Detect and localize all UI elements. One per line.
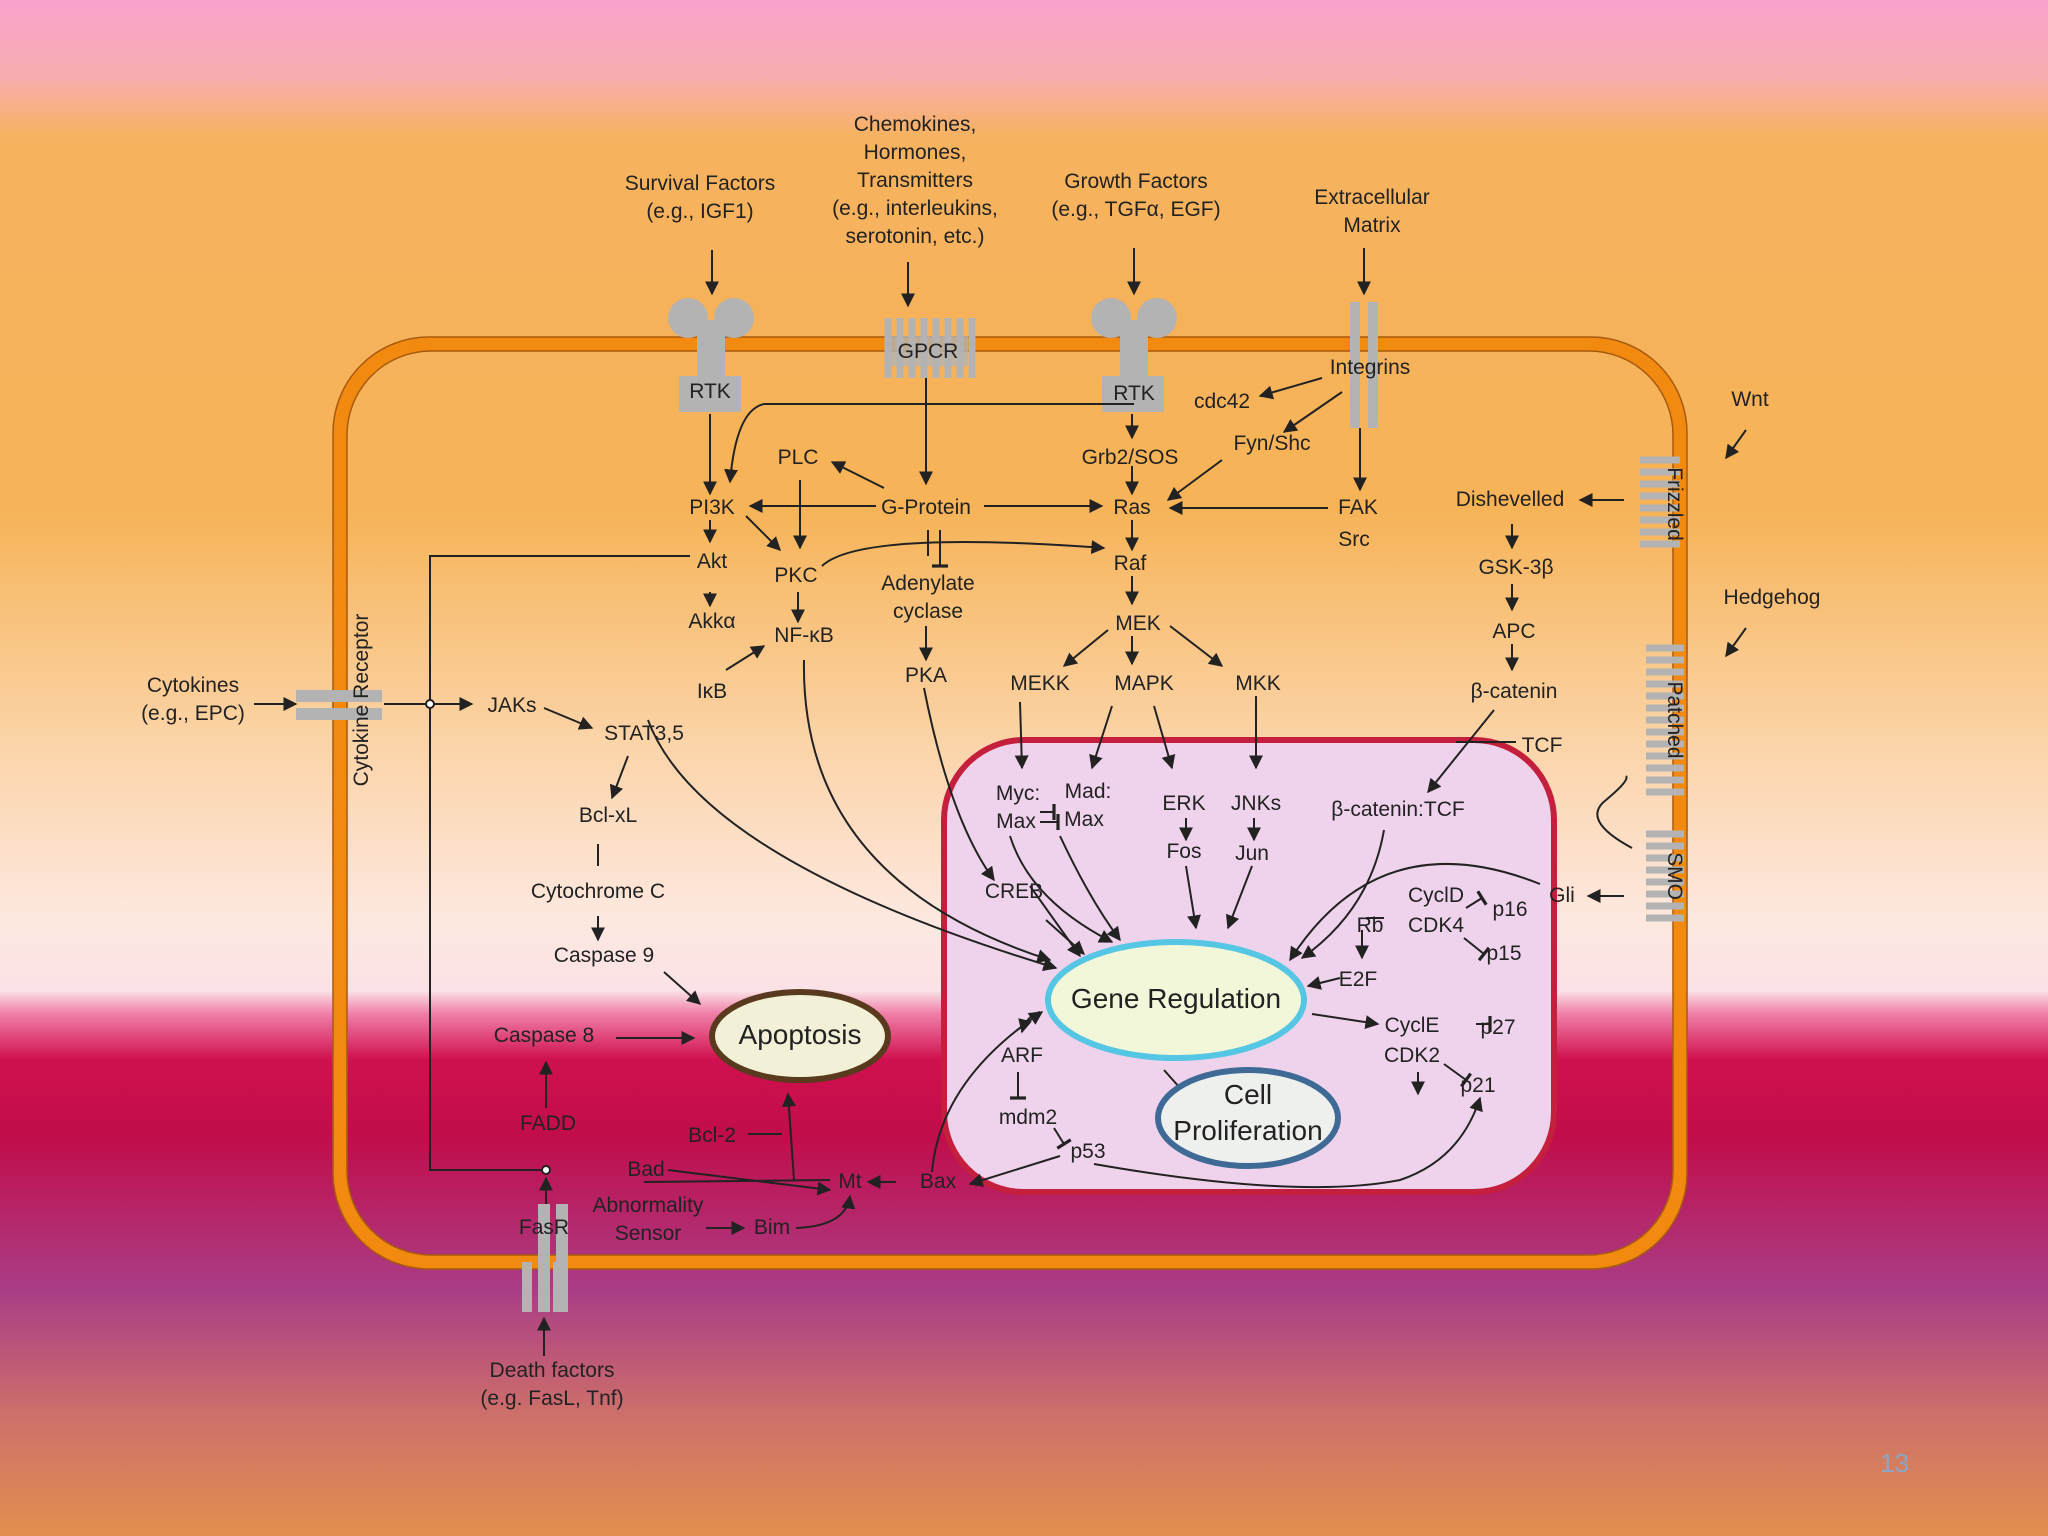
label-nodes-mt: Mt (838, 1170, 861, 1193)
label-nucleus-p53: p53 (1070, 1140, 1105, 1163)
label-nodes-grb2: Grb2/SOS (1082, 446, 1179, 469)
label-patched: Patched (1663, 681, 1686, 758)
label-nodes-pka: PKA (905, 664, 947, 687)
label-receptors-gpcr: GPCR (898, 340, 959, 363)
label-nucleus-erk: ERK (1162, 792, 1205, 815)
label-receptors-integrins: Integrins (1330, 356, 1411, 379)
label-nodes-cytc: Cytochrome C (531, 880, 665, 903)
label-nodes-mek: MEK (1115, 612, 1161, 635)
label-receptors-rtk1: RTK (689, 380, 731, 403)
label-outcomes-apoptosis: Apoptosis (739, 1019, 862, 1050)
label-nucleus-p27: p27 (1480, 1016, 1515, 1039)
label-nucleus-e2f: E2F (1339, 968, 1378, 991)
cell-proliferation-node (1155, 1067, 1341, 1169)
label-inputs-cytokines: Cytokines(e.g., EPC) (141, 674, 245, 725)
label-nodes-fadd: FADD (520, 1112, 576, 1135)
integrins-receptor (1350, 302, 1378, 428)
label-nodes-fak: FAK (1338, 496, 1378, 519)
label-smo: SMO (1663, 852, 1686, 900)
label-nodes-gprotein: G-Protein (881, 496, 971, 519)
patched-receptor (1646, 644, 1684, 796)
label-nodes-apc: APC (1492, 620, 1535, 643)
label-nodes-pi3k: PI3K (689, 496, 735, 519)
page-number: 13 (1880, 1448, 1909, 1478)
label-nodes-plc: PLC (778, 446, 819, 469)
label-nodes-bax: Bax (920, 1170, 957, 1193)
label-nucleus-max2: Max (1064, 808, 1104, 831)
label-nodes-ikb: IκB (697, 680, 727, 703)
cytokine-receptor (296, 690, 382, 720)
label-nodes-mkk: MKK (1235, 672, 1281, 695)
label-nodes-src: Src (1338, 528, 1370, 551)
label-nodes-bad: Bad (627, 1158, 664, 1181)
label-nucleus-p16: p16 (1492, 898, 1527, 921)
label-nucleus-max1: Max (996, 810, 1036, 833)
cell-membrane (333, 337, 1687, 1269)
label-receptors-rtk2: RTK (1113, 382, 1155, 405)
label-nucleus-p15: p15 (1486, 942, 1521, 965)
label-nodes-bcatenin: β-catenin (1471, 680, 1558, 703)
label-nodes-tcf: TCF (1522, 734, 1563, 757)
label-inputs-chemokines: Chemokines,Hormones,Transmitters(e.g., i… (832, 113, 998, 248)
label-frizzled: Frizzled (1663, 467, 1686, 541)
label-nodes-gli: Gli (1549, 884, 1575, 907)
label-nucleus-myc: Myc: (996, 782, 1040, 805)
apoptosis-node (709, 989, 891, 1083)
label-inputs-wnt: Wnt (1731, 388, 1769, 411)
label-nodes-casp8: Caspase 8 (494, 1024, 594, 1047)
label-nucleus-cycle: CyclE (1385, 1014, 1440, 1037)
label-receptors-fasr: FasR (519, 1216, 569, 1239)
label-nodes-bim: Bim (754, 1216, 790, 1239)
label-nodes-mekk: MEKK (1010, 672, 1070, 695)
label-nodes-raf: Raf (1114, 552, 1147, 575)
label-nodes-cdc42: cdc42 (1194, 390, 1250, 413)
label-nucleus-creb: CREB (985, 880, 1043, 903)
label-nucleus-arf: ARF (1001, 1044, 1043, 1067)
label-nodes-akt: Akt (697, 550, 728, 573)
fasr-receptor (522, 1204, 568, 1312)
label-nodes-bclxl: Bcl-xL (579, 804, 637, 827)
label-nodes-bcl2: Bcl-2 (688, 1124, 736, 1147)
gene-regulation-node (1045, 939, 1307, 1061)
label-nucleus-bcat-tcf: β-catenin:TCF (1331, 798, 1464, 821)
label-outcomes-gene-regulation: Gene Regulation (1071, 983, 1281, 1014)
label-inputs-growth: Growth Factors(e.g., TGFα, EGF) (1051, 170, 1220, 221)
label-inputs-survival: Survival Factors(e.g., IGF1) (625, 172, 776, 223)
frizzled-receptor (1640, 456, 1680, 548)
label-nucleus-jnks: JNKs (1231, 792, 1281, 815)
rtk-receptor-left (668, 298, 754, 412)
label-nodes-jaks: JAKs (487, 694, 536, 717)
label-nodes-dishevelled: Dishevelled (1456, 488, 1565, 511)
label-nucleus-rb: Rb (1357, 914, 1384, 937)
label-nodes-gsk: GSK-3β (1478, 556, 1553, 579)
label-outcomes-cell: Cell (1224, 1079, 1272, 1110)
label-nucleus-cdk4: CDK4 (1408, 914, 1464, 937)
label-outcomes-proliferation: Proliferation (1173, 1115, 1322, 1146)
label-nucleus-mad: Mad: (1065, 780, 1112, 803)
label-nucleus-mdm2: mdm2 (999, 1106, 1057, 1129)
label-cytokine-receptor: Cytokine Receptor (350, 614, 373, 787)
label-nucleus-fos: Fos (1166, 840, 1201, 863)
label-nodes-casp9: Caspase 9 (554, 944, 654, 967)
label-nodes-nfkb: NF-κB (774, 624, 834, 647)
label-nucleus-cycld: CyclD (1408, 884, 1464, 907)
label-nucleus-jun: Jun (1235, 842, 1269, 865)
label-nodes-fyn-shc: Fyn/Shc (1233, 432, 1310, 455)
smo-receptor (1646, 830, 1684, 922)
label-inputs-hedgehog: Hedgehog (1724, 586, 1821, 609)
label-nodes-stat: STAT3,5 (604, 722, 684, 745)
label-inputs-death: Death factors(e.g. FasL, Tnf) (480, 1359, 623, 1410)
label-nodes-akka: Akkα (688, 610, 735, 633)
label-nodes-ras: Ras (1113, 496, 1150, 519)
label-nodes-pkc: PKC (774, 564, 817, 587)
label-nucleus-p21: p21 (1460, 1074, 1495, 1097)
rtk-receptor-right (1091, 298, 1177, 412)
label-nucleus-cdk2: CDK2 (1384, 1044, 1440, 1067)
label-nodes-mapk: MAPK (1114, 672, 1174, 695)
